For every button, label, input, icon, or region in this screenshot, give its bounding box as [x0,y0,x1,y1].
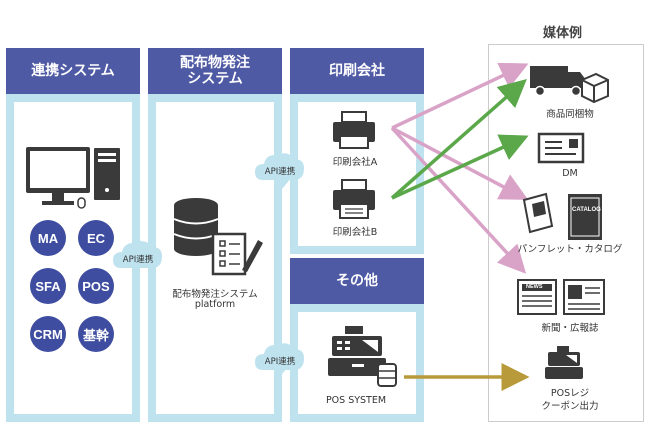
coin-stack-icon [377,363,397,387]
pos-system-label: POS SYSTEM [325,395,387,406]
badge-ma: MA [30,220,66,256]
dm-envelope-icon [537,132,585,164]
integration-header: 連携システム [6,48,140,94]
distribution-caption-1: 配布物発注システム [172,289,258,300]
printing-header: 印刷会社 [290,48,424,94]
arrow-a-to-newspaper [390,126,527,274]
catalog-icon [568,194,602,240]
package-box-icon [581,72,609,104]
pos-coupon-register-icon [545,346,583,379]
media-label-package: 商品同梱物 [546,109,594,120]
media-title: 媒体例 [543,26,583,41]
arrow-a-to-pamphlet [391,126,529,200]
badge-ec: EC [78,220,114,256]
api-cloud-3 [255,343,304,370]
delivery-truck-icon [530,66,586,97]
api-cloud-1 [113,241,162,268]
printer-a-label: 印刷会社A [332,157,378,168]
distribution-header: 配布物発注 システム [148,48,282,94]
catalog-text: CATALOG [572,207,601,213]
news-text: NEWS [526,284,543,290]
media-label-dm: DM [562,168,578,179]
database-icon [173,198,219,256]
badge-pos: POS [78,268,114,304]
checklist-icon [211,232,263,276]
badge-kikan: 基幹 [78,316,114,352]
pos-register-icon [328,326,386,376]
printer-b-icon [333,179,375,219]
api-label-2: API連携 [264,167,296,177]
monitor-icon [26,147,90,205]
media-label-newspaper: 新聞・広報誌 [541,323,599,334]
arrow-a-to-package [391,62,529,130]
media-label-pos-line1: POSレジ [550,388,590,399]
printing-column: 印刷会社 [290,48,424,254]
pc-tower-icon [94,148,120,200]
printer-b-label: 印刷会社B [332,227,378,238]
badge-sfa: SFA [30,268,66,304]
api-cloud-2 [255,153,304,180]
printer-a-icon [333,111,375,149]
media-label-pos-line2: クーポン出力 [541,401,599,412]
pamphlet-icon [522,192,554,234]
api-label-1: API連携 [122,255,154,265]
arrow-b-to-dm [391,134,529,200]
bulletin-icon [563,279,605,315]
api-label-3: API連携 [264,357,296,367]
other-header: その他 [290,258,424,304]
arrow-b-to-package [390,79,527,200]
badge-crm: CRM [30,316,66,352]
distribution-caption-2: platform [194,299,236,310]
mouse-icon [77,197,86,209]
newspaper-icon [517,279,557,315]
media-label-pamphlet: パンフレット・カタログ [517,244,623,255]
